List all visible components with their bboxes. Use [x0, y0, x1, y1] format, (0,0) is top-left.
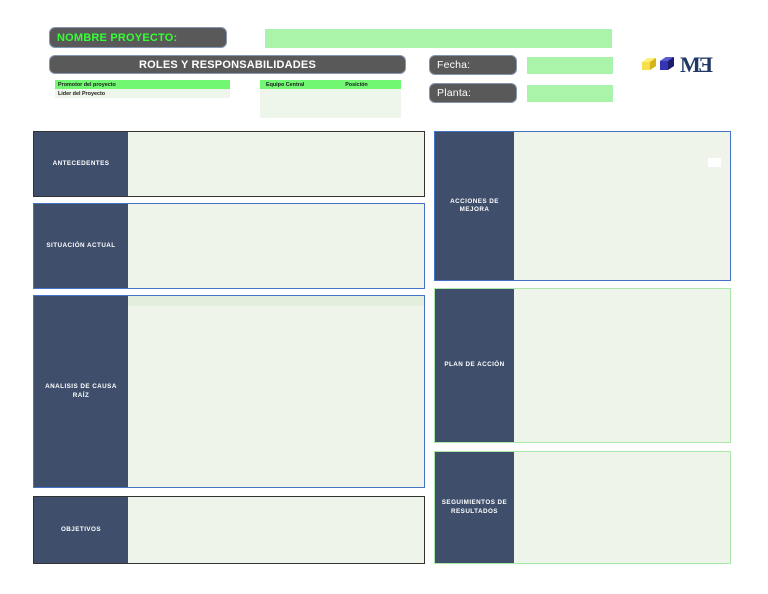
fecha-input[interactable] [527, 57, 613, 74]
panel-plan-de-accion[interactable]: PLAN DE ACCIÓN [434, 288, 731, 443]
panel-objetivos-label: OBJETIVOS [34, 497, 128, 563]
roles-section-header: ROLES Y RESPONSABILIDADES [49, 55, 406, 74]
fecha-label: Fecha: [429, 55, 517, 75]
yellow-cube-icon [642, 58, 656, 70]
panel-objetivos-body[interactable] [128, 497, 424, 563]
panel-antecedentes-body[interactable] [128, 132, 424, 196]
panel-antecedentes-label: ANTECEDENTES [34, 132, 128, 196]
project-name-label-text: NOMBRE PROYECTO: [57, 31, 178, 44]
panel-plan-de-accion-label: PLAN DE ACCIÓN [435, 289, 514, 442]
panel-seguimientos-de-resultados[interactable]: SEGUIMIENTOS DE RESULTADOS [434, 451, 731, 564]
planta-label: Planta: [429, 83, 517, 103]
logo-wordmark-reversed: E [698, 52, 713, 77]
panel-antecedentes[interactable]: ANTECEDENTES [33, 131, 425, 197]
column-header-posicion: Posición [345, 81, 368, 88]
blue-cube-icon [660, 57, 674, 70]
column-header-equipo-central: Equipo Central [266, 81, 305, 88]
roles-row-promotor-label: Promotor del proyecto [58, 81, 116, 88]
roles-row-lider-label: Líder del Proyecto [58, 90, 106, 97]
panel-plan-de-accion-body[interactable] [514, 289, 730, 442]
equipo-central-table[interactable]: Equipo Central Posición [260, 80, 401, 118]
panel-situacion-actual-label: SITUACIÓN ACTUAL [34, 204, 128, 288]
roles-section-header-text: ROLES Y RESPONSABILIDADES [139, 58, 316, 71]
panel-objetivos[interactable]: OBJETIVOS [33, 496, 425, 564]
panel-acciones-de-mejora-label: ACCIONES DE MEJORA [435, 132, 514, 280]
planta-input[interactable] [527, 85, 613, 102]
panel-situacion-actual[interactable]: SITUACIÓN ACTUAL [33, 203, 425, 289]
project-name-input[interactable] [265, 29, 612, 48]
roles-list: Promotor del proyecto Líder del Proyecto [55, 80, 230, 118]
roles-row-lider[interactable]: Líder del Proyecto [55, 89, 230, 98]
panel-acciones-de-mejora-body[interactable] [514, 132, 730, 280]
panel-analisis-causa-raiz-label: ANALISIS DE CAUSA RAÍZ [34, 296, 128, 487]
m3-logo: M E [640, 52, 728, 80]
panel-acciones-de-mejora[interactable]: ACCIONES DE MEJORA [434, 131, 731, 281]
empty-cell-artifact [708, 158, 721, 167]
roles-row-spacer [55, 98, 230, 107]
panel-analisis-causa-raiz-body[interactable] [128, 296, 424, 487]
planta-label-text: Planta: [437, 87, 472, 99]
logo-wordmark: M [680, 52, 701, 77]
equipo-central-table-header: Equipo Central Posición [260, 80, 401, 89]
panel-seguimientos-de-resultados-body[interactable] [514, 452, 730, 563]
project-name-label: NOMBRE PROYECTO: [49, 27, 227, 48]
fecha-label-text: Fecha: [437, 59, 471, 71]
roles-row-promotor[interactable]: Promotor del proyecto [55, 80, 230, 89]
panel-situacion-actual-body[interactable] [128, 204, 424, 288]
roles-row-spacer [55, 107, 230, 116]
panel-seguimientos-de-resultados-label: SEGUIMIENTOS DE RESULTADOS [435, 452, 514, 563]
panel-analisis-causa-raiz[interactable]: ANALISIS DE CAUSA RAÍZ [33, 295, 425, 488]
